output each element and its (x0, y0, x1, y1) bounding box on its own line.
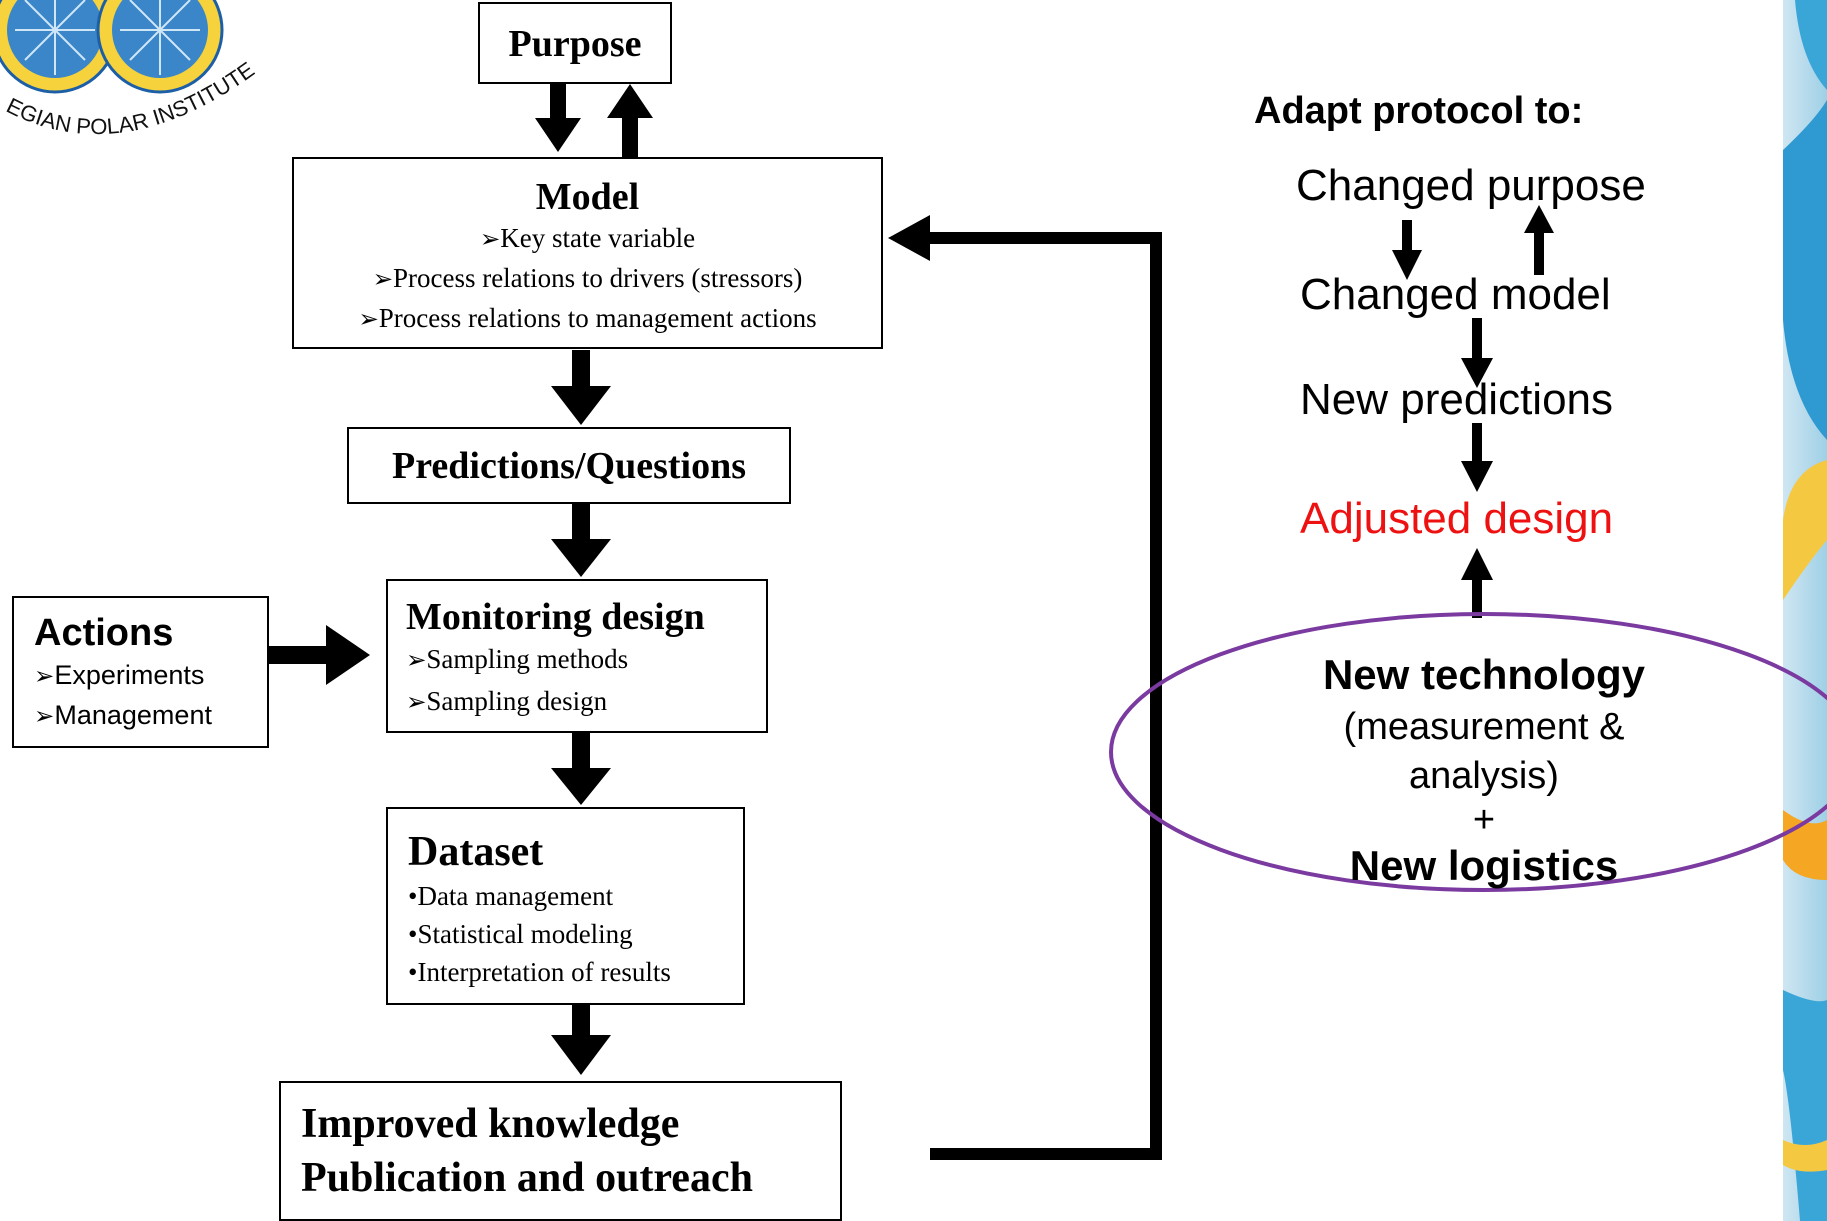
purpose-title: Purpose (508, 23, 642, 65)
step-changed-model: Changed model (1300, 270, 1611, 319)
arrow-technology-to-design-right (1461, 548, 1493, 618)
arrow-model-to-purpose (607, 84, 653, 160)
predictions-box: Predictions/Questions (347, 427, 791, 504)
model-title: Model (535, 176, 640, 218)
predictions-title: Predictions/Questions (392, 445, 746, 487)
arrow-dataset-to-knowledge (551, 1005, 611, 1075)
dataset-item: Statistical modeling (408, 915, 743, 953)
knowledge-line: Improved knowledge (301, 1101, 680, 1147)
arrow-predictions-to-design-right (1461, 423, 1493, 492)
edge-shape-yellow (1783, 460, 1827, 600)
logo-globe-left (0, 0, 119, 94)
dataset-box: Dataset Data management Statistical mode… (386, 807, 745, 1005)
logo-globe-right (96, 0, 224, 94)
edge-shape-yellow-bottom (1783, 1140, 1827, 1172)
technology-title: New technology (1322, 651, 1646, 698)
edge-shape-blue-mid (1783, 100, 1827, 440)
model-item: Process relations to management actions (294, 299, 881, 339)
model-box: Model Key state variable Process relatio… (292, 157, 883, 349)
adapt-heading: Adapt protocol to: (1254, 90, 1584, 132)
technology-ellipse (1109, 612, 1827, 892)
arrow-monitoring-to-dataset (551, 732, 611, 805)
step-adjusted-design: Adjusted design (1300, 494, 1614, 543)
monitoring-item: Sampling design (406, 681, 766, 723)
actions-box: Actions Experiments Management (12, 596, 269, 748)
actions-item: Management (34, 696, 267, 736)
actions-item: Experiments (34, 656, 267, 696)
arrow-model-to-purpose-right (1524, 205, 1554, 275)
step-new-predictions: New predictions (1300, 375, 1614, 424)
technology-detail: (measurement & (1343, 706, 1625, 748)
arrow-predictions-to-monitoring (551, 503, 611, 577)
arrow-actions-to-monitoring (268, 625, 370, 685)
arrow-purpose-to-model-right (1392, 220, 1422, 280)
arrow-model-to-predictions-right (1461, 318, 1493, 388)
actions-title: Actions (34, 612, 174, 654)
knowledge-box: Improved knowledge Publication and outre… (279, 1081, 842, 1221)
arrow-purpose-to-model (535, 80, 581, 152)
arrow-model-to-predictions (551, 350, 611, 425)
feedback-loop-arrow (888, 215, 1162, 1160)
technology-group: New technology (measurement & analysis) … (1234, 648, 1734, 892)
monitoring-design-box: Monitoring design Sampling methods Sampl… (386, 579, 768, 733)
plus-sign: + (1472, 799, 1496, 841)
model-item: Process relations to drivers (stressors) (294, 259, 881, 299)
monitoring-title: Monitoring design (406, 596, 705, 638)
institute-logo: EGIAN POLAR INSTITUTE (0, 0, 275, 165)
monitoring-item: Sampling methods (406, 639, 766, 681)
model-item: Key state variable (294, 219, 881, 259)
knowledge-line: Publication and outreach (301, 1155, 753, 1201)
dataset-item: Data management (408, 877, 743, 915)
dataset-title: Dataset (408, 829, 544, 875)
dataset-item: Interpretation of results (408, 953, 743, 991)
edge-shape-blue-top (1795, 0, 1827, 90)
step-changed-purpose: Changed purpose (1296, 161, 1646, 210)
logistics-title: New logistics (1349, 842, 1619, 889)
purpose-box: Purpose (478, 2, 672, 84)
technology-detail: analysis) (1409, 755, 1559, 797)
